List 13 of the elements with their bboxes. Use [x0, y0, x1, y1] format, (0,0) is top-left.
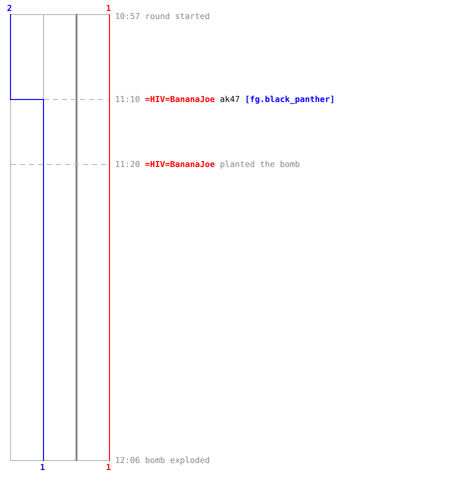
event-text: 10:57 round started [115, 11, 210, 21]
event-text: planted the bomb [220, 159, 300, 169]
team-count: 2 [7, 3, 12, 13]
team-count: 1 [40, 462, 45, 472]
event-text: 12:06 bomb exploded [115, 455, 210, 465]
timestamp: 11:20 [115, 159, 140, 169]
player-name: =HIV=BananaJoe [144, 159, 215, 169]
team-count: 1 [106, 462, 111, 472]
weapon-name: ak47 [220, 94, 240, 104]
player-name: [fg.black_panther] [244, 94, 335, 104]
timestamp: 11:10 [115, 94, 140, 104]
player-name: =HIV=BananaJoe [144, 94, 215, 104]
team-count: 1 [106, 3, 111, 13]
